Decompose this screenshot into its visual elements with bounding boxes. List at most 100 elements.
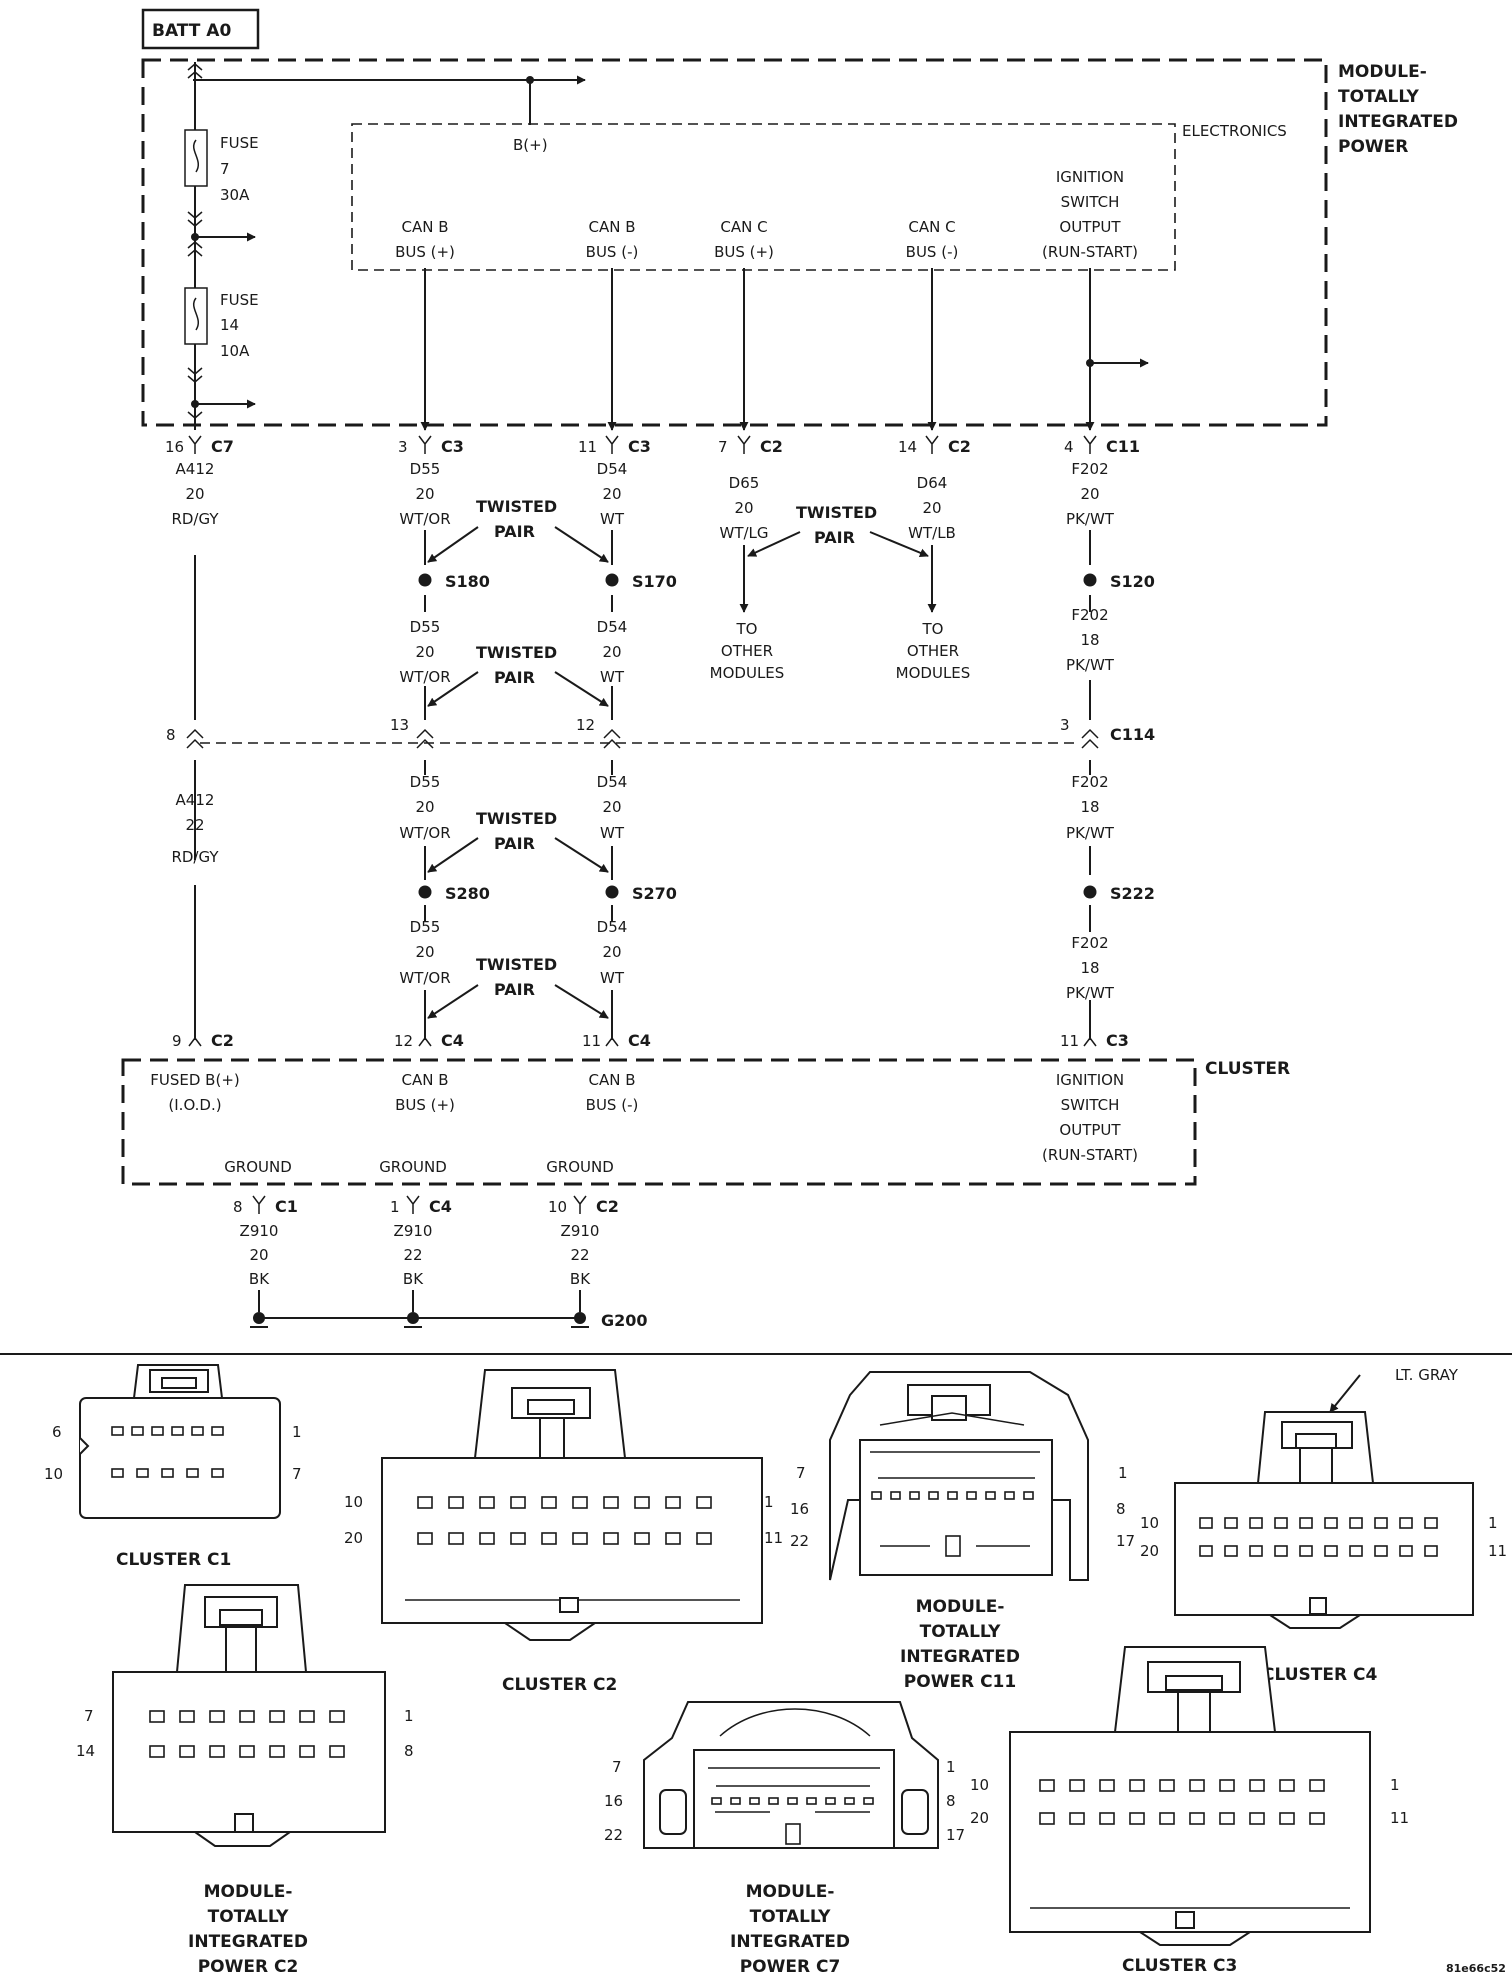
connector-pin-cavity (928, 1491, 939, 1500)
connector-pin-cavity (696, 1532, 712, 1545)
svg-text:7: 7 (796, 1464, 806, 1482)
svg-text:C11: C11 (1106, 437, 1140, 456)
svg-text:9: 9 (172, 1032, 182, 1050)
connector-pin-cavity (787, 1797, 798, 1805)
connector-pin-cavity (1023, 1491, 1034, 1500)
conn-c4-12: 12 C4 (394, 1031, 464, 1050)
connector-pin-cavity (603, 1496, 619, 1509)
svg-text:PAIR: PAIR (494, 522, 535, 541)
svg-text:TOTALLY: TOTALLY (750, 1907, 831, 1927)
svg-text:TOTALLY: TOTALLY (208, 1907, 289, 1927)
splice-s280: S280 (418, 884, 490, 903)
connector-pin-cavity (239, 1710, 255, 1723)
connector-pin-cavity (1349, 1517, 1363, 1529)
connector-view-tipm-c2: 7 14 1 8 MODULE- TOTALLY INTEGRATED POWE… (76, 1584, 414, 1977)
svg-text:30A: 30A (220, 186, 250, 204)
svg-text:(RUN-START): (RUN-START) (1042, 243, 1138, 261)
connector-pin-cavity (1219, 1812, 1235, 1825)
svg-text:INTEGRATED: INTEGRATED (900, 1647, 1020, 1667)
wire-z910-22-a: Z910 22 BK (394, 1222, 433, 1288)
connector-pin-cavity (1039, 1812, 1055, 1825)
conn-c4-1-ground: 1 C4 (390, 1195, 452, 1216)
svg-text:10: 10 (344, 1493, 363, 1511)
splice-s120: S120 (1083, 572, 1155, 591)
conn-c3-11-cluster: 11 C3 (1060, 1031, 1129, 1050)
connector-pin-cavity (1249, 1812, 1265, 1825)
svg-text:WT/LB: WT/LB (908, 524, 956, 542)
figure-id: 81e66c52 (1446, 1962, 1506, 1975)
cluster-module-title: CLUSTER (1205, 1059, 1290, 1079)
conn-c2-7: 7 C2 (718, 435, 783, 456)
splice-s170: S170 (605, 572, 677, 591)
connector-pin-cavity (1274, 1517, 1288, 1529)
svg-text:MODULE-: MODULE- (916, 1597, 1005, 1617)
svg-text:GROUND: GROUND (546, 1158, 614, 1176)
svg-text:20: 20 (602, 798, 621, 816)
svg-text:Z910: Z910 (240, 1222, 279, 1240)
splice-s222: S222 (1083, 884, 1155, 903)
svg-text:BATT A0: BATT A0 (152, 21, 231, 41)
svg-text:18: 18 (1080, 959, 1099, 977)
connector-pin-cavity (329, 1710, 345, 1723)
connector-pin-cavity (417, 1496, 433, 1509)
connector-pin-cavity (665, 1496, 681, 1509)
connector-pin-cavity (239, 1745, 255, 1758)
svg-text:D55: D55 (410, 918, 441, 936)
svg-text:RD/GY: RD/GY (171, 848, 219, 866)
connector-pin-cavity (985, 1491, 996, 1500)
connector-pin-cavity (572, 1532, 588, 1545)
cluster-term-ignition: IGNITION SWITCH OUTPUT (RUN-START) (1042, 1071, 1138, 1164)
connector-pin-cavity (1199, 1545, 1213, 1557)
svg-text:11: 11 (1060, 1032, 1079, 1050)
svg-text:MODULE-: MODULE- (1338, 62, 1427, 82)
svg-text:20: 20 (602, 943, 621, 961)
twisted-pair-1: TWISTED PAIR (427, 497, 609, 563)
twisted-pair-3: TWISTED PAIR (427, 809, 609, 873)
connector-pin-cavity (634, 1496, 650, 1509)
tipm-term-canc-minus: CAN C BUS (-) (906, 218, 959, 261)
conn-c3-11: 11 C3 (578, 435, 651, 456)
svg-text:MODULE-: MODULE- (204, 1882, 293, 1902)
svg-text:PK/WT: PK/WT (1066, 510, 1115, 528)
svg-text:TOTALLY: TOTALLY (920, 1622, 1001, 1642)
wire-d65-20: D65 20 WT/LG (719, 474, 768, 542)
svg-text:WT/OR: WT/OR (399, 668, 450, 686)
svg-text:10A: 10A (220, 342, 250, 360)
svg-text:PAIR: PAIR (494, 834, 535, 853)
connector-pin-cavity (1069, 1779, 1085, 1792)
connector-pin-cavity (1279, 1812, 1295, 1825)
svg-text:BUS (-): BUS (-) (586, 1096, 639, 1114)
svg-text:12: 12 (576, 716, 595, 734)
connector-pin-cavity (269, 1710, 285, 1723)
svg-text:7: 7 (718, 438, 728, 456)
connector-pin-cavity (541, 1532, 557, 1545)
fuse-7: FUSE 7 30A (220, 134, 259, 204)
electronics-label: ELECTRONICS (1182, 122, 1287, 140)
connector-pin-cavity (1324, 1517, 1338, 1529)
connector-pin-cavity (1274, 1545, 1288, 1557)
svg-text:10: 10 (1140, 1514, 1159, 1532)
svg-text:14: 14 (76, 1742, 95, 1760)
svg-text:A412: A412 (176, 791, 215, 809)
connector-pin-cavity (1199, 1517, 1213, 1529)
connector-pin-cavity (1004, 1491, 1015, 1500)
svg-text:TWISTED: TWISTED (796, 503, 877, 522)
conn-c2-10-ground: 10 C2 (548, 1195, 619, 1216)
connector-pin-cavity (1099, 1812, 1115, 1825)
c114-connector: 8 13 12 3 C114 (166, 716, 1155, 749)
connector-pin-cavity (966, 1491, 977, 1500)
connector-pin-cavity (179, 1710, 195, 1723)
svg-text:16: 16 (165, 438, 184, 456)
svg-text:WT/LG: WT/LG (719, 524, 768, 542)
connector-pin-cavity (665, 1532, 681, 1545)
svg-text:INTEGRATED: INTEGRATED (1338, 112, 1458, 132)
svg-text:20: 20 (602, 643, 621, 661)
conn-c7-16: 16 C7 (165, 435, 234, 456)
connector-pin-cavity (947, 1491, 958, 1500)
tipm-term-canb-minus: CAN B BUS (-) (586, 218, 639, 261)
svg-text:D55: D55 (410, 460, 441, 478)
svg-text:C3: C3 (1106, 1031, 1129, 1050)
tipm-module-title: MODULE- TOTALLY INTEGRATED POWER (1338, 62, 1458, 157)
svg-text:F202: F202 (1071, 606, 1108, 624)
